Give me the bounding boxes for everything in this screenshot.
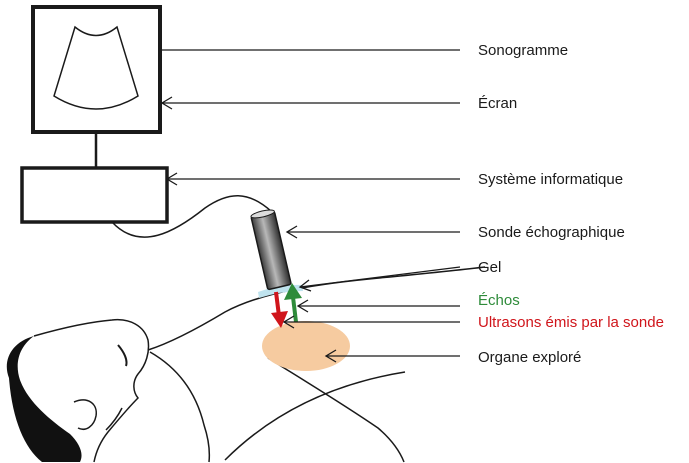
probe-cable	[111, 195, 273, 238]
patient-arm	[267, 357, 405, 463]
arrowhead-ecran	[160, 96, 173, 110]
patient-ear	[73, 399, 97, 430]
arrowhead-echos	[296, 299, 309, 313]
label-ultrasons: Ultrasons émis par la sonde	[478, 314, 664, 331]
patient-mouth	[105, 407, 123, 431]
ultrasound-arrow-head	[271, 311, 288, 328]
echo-arrow	[291, 296, 298, 323]
label-echos: Échos	[478, 292, 520, 309]
ultrasound-probe	[250, 209, 292, 291]
arrowhead-organe	[324, 349, 337, 363]
label-ecran: Écran	[478, 95, 517, 112]
ultrasound-arrow	[274, 291, 281, 317]
sonogram-shape	[53, 25, 139, 110]
arrowhead-gel	[298, 279, 312, 292]
screen-frame	[31, 5, 162, 134]
patient-head-hair	[6, 336, 82, 462]
arrowhead-ultrasons	[282, 315, 295, 329]
patient-back-outline	[224, 371, 406, 461]
label-organe-explore: Organe exploré	[478, 349, 581, 366]
patient-shoulder	[149, 351, 211, 463]
echo-arrow-head	[284, 283, 302, 300]
computer-system-box	[20, 166, 169, 224]
label-gel: Gel	[478, 259, 501, 276]
patient-face	[33, 318, 150, 463]
arrowhead-sonde	[285, 225, 298, 239]
leader-gel	[299, 266, 461, 288]
label-sonde-echographique: Sonde échographique	[478, 224, 625, 241]
explored-organ	[262, 321, 350, 371]
patient-eye	[117, 344, 128, 367]
label-sonogramme: Sonogramme	[478, 42, 568, 59]
label-systeme-informatique: Système informatique	[478, 171, 623, 188]
arrowhead-systeme	[165, 172, 178, 186]
